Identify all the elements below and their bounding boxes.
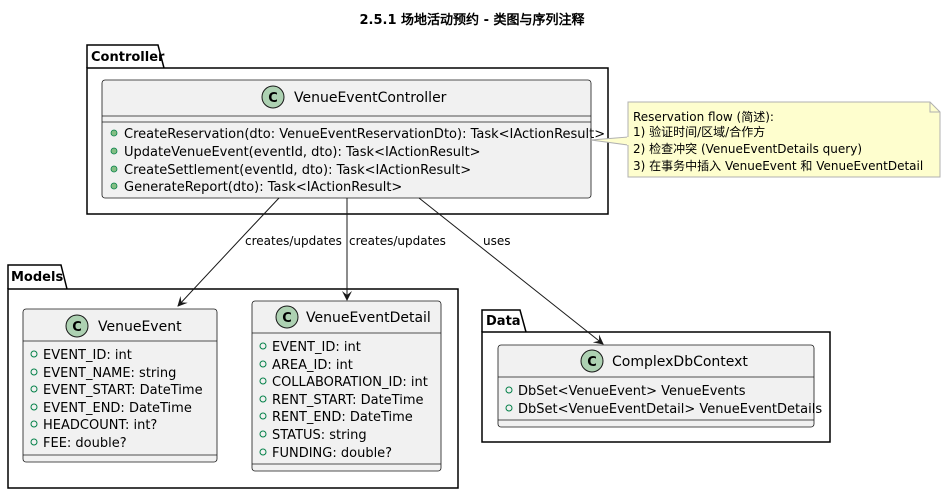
edge-label: uses xyxy=(483,234,511,248)
svg-text:C: C xyxy=(72,320,82,335)
public-field-icon xyxy=(30,438,38,446)
class-name: VenueEventController xyxy=(294,90,447,106)
public-field-icon xyxy=(259,395,267,403)
class-name: VenueEventDetail xyxy=(306,310,431,326)
public-field-icon xyxy=(259,448,267,456)
public-field-icon xyxy=(259,412,267,420)
member-field: FUNDING: double? xyxy=(272,446,392,461)
class-venue-event-controller: C VenueEventController CreateReservation… xyxy=(101,79,605,199)
public-field-icon xyxy=(30,368,38,376)
member-method: CreateReservation(dto: VenueEventReserva… xyxy=(124,127,605,142)
member-field: AREA_ID: int xyxy=(272,358,353,373)
member-field: DbSet<VenueEvent> VenueEvents xyxy=(518,384,746,399)
public-field-icon xyxy=(30,403,38,411)
note-line: 3) 在事务中插入 VenueEvent 和 VenueEventDetail xyxy=(633,158,923,173)
edge-creates-updates-venue-event-detail: creates/updates xyxy=(342,198,446,301)
public-method-icon xyxy=(110,129,118,137)
member-list: EVENT_ID: int EVENT_NAME: string EVENT_S… xyxy=(30,348,203,451)
class-badge-icon: C xyxy=(580,349,604,373)
public-field-icon xyxy=(259,377,267,385)
svg-text:C: C xyxy=(268,91,278,106)
svg-text:C: C xyxy=(587,355,597,370)
class-badge-icon: C xyxy=(261,85,285,109)
public-method-icon xyxy=(110,165,118,173)
member-field: EVENT_END: DateTime xyxy=(43,401,192,416)
note-line: 1) 验证时间/区域/合作方 xyxy=(633,124,765,139)
class-badge-icon: C xyxy=(65,314,89,338)
class-venue-event: C VenueEvent EVENT_ID: int EVENT_NAME: s… xyxy=(22,308,218,463)
member-field: STATUS: string xyxy=(272,428,367,443)
class-venue-event-detail: C VenueEventDetail EVENT_ID: int AREA_ID… xyxy=(251,300,442,472)
member-field: RENT_END: DateTime xyxy=(272,410,413,425)
svg-text:C: C xyxy=(282,311,292,326)
class-name: ComplexDbContext xyxy=(612,354,748,370)
class-badge-icon: C xyxy=(275,305,299,329)
note-line: 2) 检查冲突 (VenueEventDetails query) xyxy=(633,141,862,156)
public-field-icon xyxy=(505,404,513,412)
note-line: Reservation flow (简述): xyxy=(633,110,774,124)
member-list: DbSet<VenueEvent> VenueEvents DbSet<Venu… xyxy=(505,384,822,417)
member-field: EVENT_ID: int xyxy=(272,340,361,355)
member-field: EVENT_START: DateTime xyxy=(43,383,203,398)
package-label-controller: Controller xyxy=(91,50,165,65)
class-complex-db-context: C ComplexDbContext DbSet<VenueEvent> Ven… xyxy=(497,344,822,428)
package-label-data: Data xyxy=(486,314,521,329)
public-method-icon xyxy=(110,147,118,155)
member-method: GenerateReport(dto): Task<IActionResult> xyxy=(124,180,402,195)
member-field: DbSet<VenueEventDetail> VenueEventDetail… xyxy=(518,402,822,417)
public-field-icon xyxy=(259,360,267,368)
diagram-title: 2.5.1 场地活动预约 - 类图与序列注释 xyxy=(360,12,586,28)
public-field-icon xyxy=(259,342,267,350)
edge-label: creates/updates xyxy=(245,234,342,248)
public-field-icon xyxy=(30,350,38,358)
public-field-icon xyxy=(505,386,513,394)
note-reservation-flow: Reservation flow (简述): 1) 验证时间/区域/合作方 2)… xyxy=(590,101,941,178)
member-list: CreateReservation(dto: VenueEventReserva… xyxy=(110,127,605,195)
member-method: CreateSettlement(eventId, dto): Task<IAc… xyxy=(124,163,471,178)
public-field-icon xyxy=(259,430,267,438)
member-field: EVENT_NAME: string xyxy=(43,366,176,381)
member-field: COLLABORATION_ID: int xyxy=(272,375,428,390)
edge-uses-db-context: uses xyxy=(418,197,604,345)
member-field: RENT_START: DateTime xyxy=(272,393,424,408)
member-list: EVENT_ID: int AREA_ID: int COLLABORATION… xyxy=(259,340,428,461)
public-field-icon xyxy=(30,385,38,393)
public-method-icon xyxy=(110,182,118,190)
edge-label: creates/updates xyxy=(349,234,446,248)
package-label-models: Models xyxy=(11,270,63,285)
member-field: HEADCOUNT: int? xyxy=(43,418,157,433)
member-method: UpdateVenueEvent(eventId, dto): Task<IAc… xyxy=(124,145,481,160)
member-field: EVENT_ID: int xyxy=(43,348,132,363)
class-name: VenueEvent xyxy=(98,319,182,335)
public-field-icon xyxy=(30,420,38,428)
member-field: FEE: double? xyxy=(43,436,127,451)
edge-creates-updates-venue-event: creates/updates xyxy=(177,197,342,307)
